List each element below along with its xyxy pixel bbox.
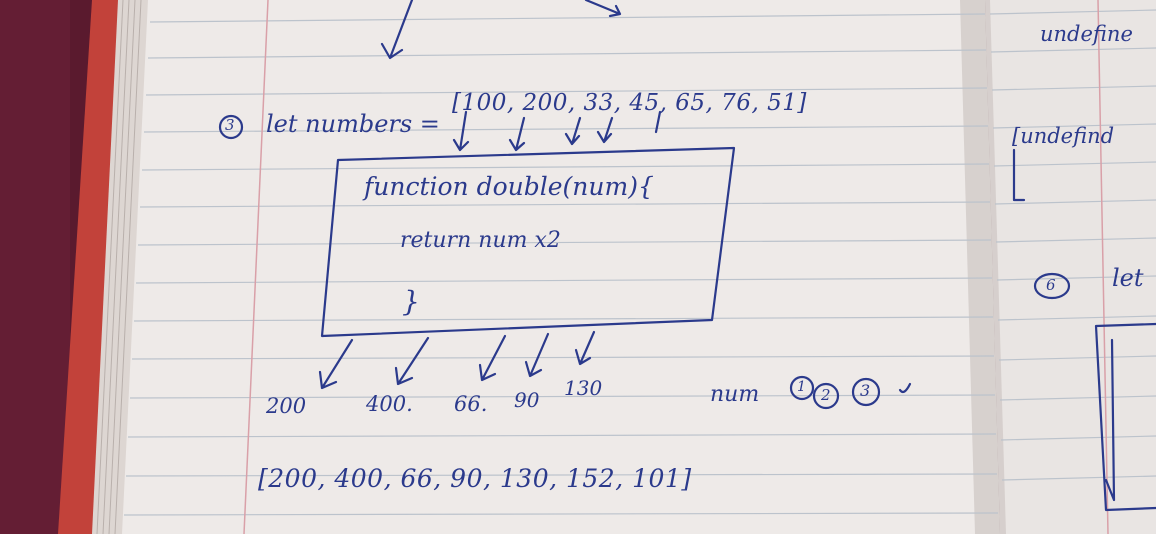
num-marker-circle-1 [789,375,815,401]
result-arrow-5 [574,330,596,366]
declaration-text: let numbers = [266,110,440,138]
margin-line-left [243,0,269,534]
function-close: } [402,285,420,318]
left-page [122,0,1000,534]
result-value-3: 66. [454,392,488,416]
notebook-cover-edge [58,0,128,534]
ink-drawings [218,0,1156,512]
num-marker-2: 2 [821,386,831,404]
result-value-5: 130 [564,376,603,400]
step-6-circle [1033,272,1071,300]
step-6-label: 6 [1046,276,1056,294]
final-array: [200, 400, 66, 90, 130, 152, 101] [258,464,692,493]
ruled-lines-left [123,13,999,516]
function-box [320,146,736,338]
num-marker-circle-2 [812,382,840,410]
result-value-2: 400. [366,392,413,416]
right-mid-text: [undefind [1012,124,1115,148]
result-value-1: 200 [266,394,307,418]
result-arrow-2 [394,336,430,386]
ruled-lines-right [989,9,1156,481]
right-top-text: undefine [1040,22,1133,46]
spine-shadow [960,0,1006,534]
num-marker-circle-3 [851,377,881,407]
page-stack [92,0,150,534]
top-arrow-1 [380,0,414,60]
result-arrow-4 [524,332,550,378]
right-bottom-text: let [1112,264,1144,292]
top-arrow-2 [584,0,622,18]
function-signature: function double(num){ [364,172,654,201]
num-label: num [710,382,760,407]
result-arrow-1 [318,338,354,390]
step-3-label: 3 [225,116,235,134]
num-marker-1: 1 [797,379,806,395]
result-value-4: 90 [514,388,540,412]
step-3-circle [218,114,244,140]
result-arrow-3 [478,334,507,382]
num-marker-3: 3 [860,381,871,400]
numbers-array: [100, 200, 33, 45, 65, 76, 51] [452,90,807,116]
margin-line-right [1097,0,1109,534]
right-box [1094,322,1156,512]
function-body: return num x2 [400,228,561,253]
